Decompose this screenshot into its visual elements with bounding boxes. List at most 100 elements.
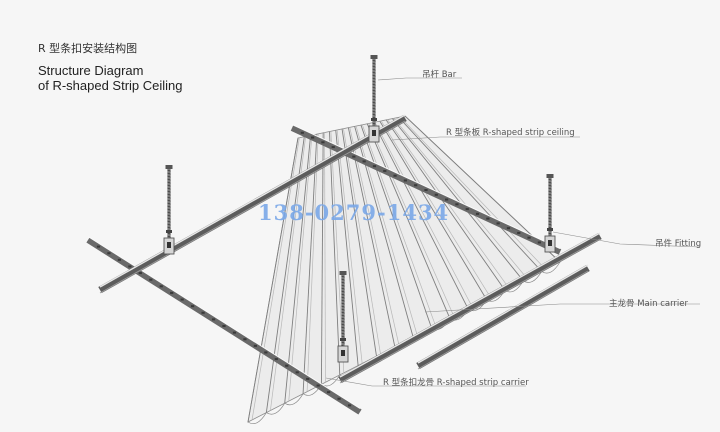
main-carrier-right-lip: [339, 238, 601, 384]
hanger-bar-3-thread: [548, 178, 552, 181]
strip-carrier-back-slot: [383, 169, 387, 172]
hanger-bar-4-thread: [341, 335, 345, 338]
strip-carrier-back: [290, 124, 562, 255]
hanger-bar-4-fitting-hole: [341, 350, 345, 356]
hanger-bar-2-thread: [167, 226, 171, 229]
hanger-bar-2-thread: [167, 202, 171, 205]
leader-bar: [377, 77, 462, 81]
strip-groove: [380, 120, 491, 298]
main-carrier-right: [338, 232, 602, 384]
hanger-bar-1-thread: [372, 86, 376, 89]
hanger-bar-2-thread: [167, 181, 171, 184]
strip-carrier-back-slot: [424, 189, 428, 191]
leader-strip-carrier: [325, 377, 526, 387]
strip-carrier-front-slot: [295, 371, 299, 374]
strip-carrier-back-slot: [537, 241, 541, 244]
main-carrier-back-flange: [99, 114, 406, 288]
main-carrier-right-flange: [339, 232, 601, 378]
hanger-bar-1-thread: [372, 122, 376, 125]
hanger-bar-2-cap: [165, 165, 173, 169]
hanger-bar-3-thread: [548, 208, 552, 211]
strip-end-profile: [284, 393, 304, 406]
strip-carrier-front-slot: [274, 358, 278, 361]
hanger-bar-1-thread: [372, 71, 376, 74]
hanger-bar-4-thread: [341, 326, 345, 329]
hanger-bar-4: [337, 271, 349, 363]
hanger-bar-1-thread: [372, 101, 376, 104]
strip-carrier-front-slot: [347, 404, 352, 407]
hanger-bar-4-thread: [341, 287, 345, 290]
strip-carrier-front-slot: [107, 252, 111, 255]
strip-carrier-back-slot: [393, 174, 397, 177]
hanger-bar-2-thread: [167, 175, 171, 178]
label-bar: 吊杆 Bar: [422, 70, 457, 80]
strip-carrier-back-slot: [321, 141, 325, 144]
strip-carrier-front-slot: [138, 272, 142, 275]
hanger-bar-2-thread: [167, 184, 171, 187]
strip-edge: [379, 120, 487, 300]
hanger-bar-4-cap: [339, 271, 347, 275]
hanger-bar-3-thread: [548, 202, 552, 205]
title-english: Structure Diagram of R-shaped Strip Ceil…: [38, 63, 183, 93]
hanger-bar-2: [163, 165, 175, 255]
hanger-bar-3-thread: [548, 184, 552, 187]
hanger-bar-2-nut: [166, 230, 172, 233]
strip-carrier-front-slot: [327, 391, 331, 394]
hanger-bar-2-thread: [167, 235, 171, 238]
hanger-bar-4-thread: [341, 305, 345, 308]
strip-groove: [343, 128, 381, 355]
title-english-line2: of R-shaped Strip Ceiling: [38, 78, 183, 93]
strip-carrier-front-slot: [128, 265, 132, 268]
hanger-bar-2-thread: [167, 214, 171, 217]
hanger-bar-3-thread: [548, 196, 552, 199]
hanger-bar-4-thread: [341, 296, 345, 299]
hanger-bar-4-thread: [341, 311, 345, 314]
strip-groove: [336, 129, 363, 364]
leader-strip-ceiling: [391, 136, 580, 141]
hanger-bar-2-thread: [167, 193, 171, 196]
hanger-bar-1-thread: [372, 104, 376, 107]
hanger-bar-4-thread: [341, 275, 345, 278]
main-carrier-front: [416, 264, 590, 370]
hanger-bar-2-rod: [167, 168, 171, 252]
strip-carrier-back-slot: [486, 217, 490, 220]
main-carrier-front-flange: [417, 264, 589, 364]
hanger-bar-2-thread: [167, 223, 171, 226]
label-main-carrier: 主龙骨 Main carrier: [609, 299, 689, 309]
main-carrier-back-lip: [99, 120, 406, 294]
strip-carrier-front-slot: [264, 351, 268, 354]
strip-carrier-back-highlight: [291, 124, 561, 249]
hanger-bar-4-thread: [341, 278, 345, 281]
hanger-bar-4-thread: [341, 290, 345, 293]
hanger-bar-1-thread: [372, 95, 376, 98]
strip-carrier-front-slot: [285, 364, 289, 367]
label-strip-carrier: R 型条扣龙骨 R-shaped strip carrier: [383, 378, 529, 388]
hanger-bar-4-thread: [341, 302, 345, 305]
hanger-bar-3-thread: [548, 181, 552, 184]
strip-carrier-back-slot: [455, 203, 459, 206]
hanger-bar-2-thread: [167, 211, 171, 214]
strip-edge: [398, 116, 542, 272]
strip-carrier-front-slot: [306, 377, 310, 380]
strip-carrier-back-slot: [311, 136, 315, 139]
hanger-bar-3-thread: [548, 187, 552, 190]
hanger-bar-3-thread: [548, 193, 552, 196]
hanger-bar-4-thread: [341, 320, 345, 323]
hanger-bar-4-thread: [341, 332, 345, 335]
main-carrier-front-body: [416, 264, 590, 370]
strip-carrier-front-slot: [232, 331, 237, 334]
strip-carrier-back-slot: [496, 222, 500, 225]
strip-carrier-back-slot: [445, 198, 449, 201]
strip-carrier-front-slot: [253, 344, 257, 347]
hanger-bar-2-thread: [167, 232, 171, 235]
hanger-bar-2-thread: [167, 178, 171, 181]
hanger-bar-4-thread: [341, 299, 345, 302]
strip-edge: [373, 122, 469, 310]
strip-groove: [324, 132, 326, 383]
hanger-bar-3-thread: [548, 205, 552, 208]
hanger-bar-4-thread: [341, 314, 345, 317]
hanger-bar-3-fitting-hole: [548, 240, 552, 246]
hanger-bar-4-thread: [341, 317, 345, 320]
leader-main-carrier: [424, 303, 700, 313]
hanger-bar-2-thread: [167, 217, 171, 220]
